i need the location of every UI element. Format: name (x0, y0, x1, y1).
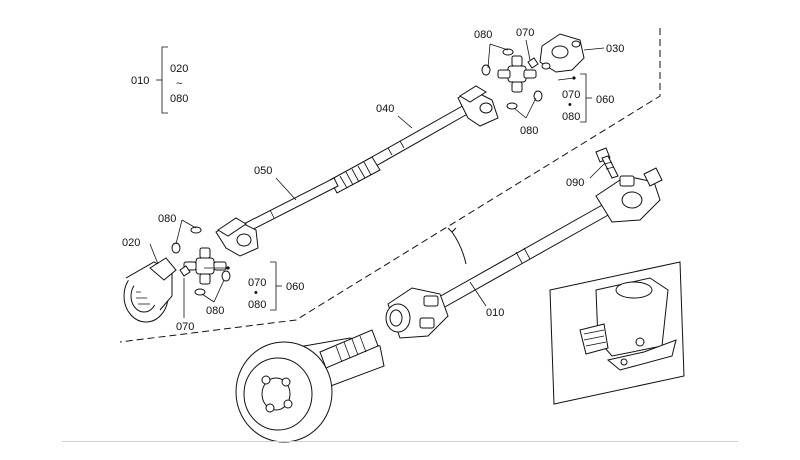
legend-bracket-group (156, 46, 168, 114)
shaft-040-assembly (329, 85, 499, 194)
label-080-e: 080 (206, 305, 224, 317)
label-060-b: 060 (286, 281, 304, 293)
label-dot-b: • (254, 287, 258, 299)
shaft-050-assembly (215, 177, 339, 257)
cross-journal-lower (183, 247, 227, 285)
label-080-a: 080 (474, 29, 492, 41)
gearbox-inset (549, 261, 685, 405)
shaft-010-assembly (385, 167, 663, 339)
label-070-d: 070 (248, 277, 266, 289)
label-010-top: 010 (131, 75, 149, 87)
yoke-030 (539, 33, 605, 73)
label-080-c: 080 (520, 125, 538, 137)
grease-nipple-upper (527, 57, 539, 69)
label-080-d: 080 (158, 213, 176, 225)
label-080-b: 080 (562, 111, 580, 123)
label-020: 020 (122, 237, 140, 249)
label-020-top: 020 (170, 63, 188, 75)
yoke-020 (123, 257, 177, 323)
label-010: 010 (486, 307, 504, 319)
grease-nipple-lower (179, 265, 191, 277)
label-090: 090 (566, 177, 584, 189)
label-070-c: 070 (176, 321, 194, 333)
label-070-b: 070 (562, 89, 580, 101)
label-tilde: ~ (176, 78, 182, 90)
label-060-a: 060 (596, 94, 614, 106)
label-080-f: 080 (248, 299, 266, 311)
bolt-090 (595, 147, 619, 179)
assembly-boundary (119, 28, 661, 343)
cross-journal-upper (497, 55, 537, 93)
label-080-top: 080 (170, 93, 188, 105)
label-050: 050 (254, 165, 272, 177)
snap-rings-lower (171, 226, 231, 296)
footer-divider (62, 441, 738, 442)
label-070-a: 070 (516, 27, 534, 39)
flywheel-pto (235, 329, 385, 443)
label-040: 040 (376, 103, 394, 115)
label-dot-a: • (568, 99, 572, 111)
label-030: 030 (606, 43, 624, 55)
